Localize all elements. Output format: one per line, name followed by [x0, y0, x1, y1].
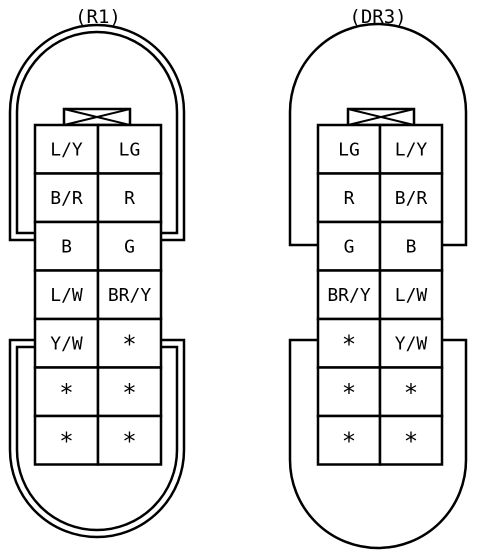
pin-wire-label: B/R	[50, 188, 83, 209]
pin-wire-label: G	[344, 236, 355, 257]
pin-wire-label: B/R	[395, 188, 428, 209]
pin-wire-label: B	[406, 236, 417, 257]
pin-cell	[33, 414, 100, 466]
pin-cell	[378, 172, 444, 224]
pin-wire-label: *	[122, 427, 136, 455]
connector-dr3: (DR3) LG L/Y R B/R G B BR/Y L/W * Y/W * * * *	[288, 6, 468, 550]
pin-wire-label: L/Y	[395, 139, 428, 160]
pin-cell	[378, 366, 444, 418]
pin-wire-label: R	[344, 188, 355, 209]
pin-wire-label: LG	[119, 139, 141, 160]
connector-dr3-pin-grid: LG L/Y R B/R G B BR/Y L/W * Y/W * * * *	[316, 123, 444, 466]
pin-wire-label: *	[59, 427, 73, 455]
pin-wire-label: *	[404, 427, 418, 455]
connector-r1-title: (R1)	[75, 6, 121, 28]
pin-cell	[378, 414, 444, 466]
pin-wire-label: Y/W	[395, 333, 428, 354]
pin-wire-label: B	[61, 236, 72, 257]
pin-cell	[378, 220, 444, 272]
connector-r1-shell-top-inner	[15, 30, 179, 235]
pin-wire-label: *	[342, 379, 356, 407]
pin-wire-label: L/W	[395, 285, 428, 306]
connector-dr3-shell-top	[288, 22, 468, 247]
pin-wire-label: *	[342, 330, 356, 358]
pin-wire-label: Y/W	[50, 333, 83, 354]
pin-wire-label: BR/Y	[327, 285, 371, 306]
connector-r1-shell-top	[8, 23, 186, 242]
connector-r1-shell-bottom-inner	[15, 345, 179, 532]
pin-wire-label: *	[404, 379, 418, 407]
pin-cell	[316, 220, 382, 272]
pin-wire-label: LG	[338, 139, 360, 160]
pin-wire-label: L/Y	[50, 139, 83, 160]
pin-wire-label: G	[124, 236, 135, 257]
pin-cell	[378, 123, 444, 175]
pin-wire-label: *	[122, 330, 136, 358]
pin-wire-label: *	[342, 427, 356, 455]
connector-r1: (R1) L/Y LG B/R R B G L/W BR/Y Y/W * * * * *	[8, 6, 186, 539]
pin-cell	[96, 366, 163, 418]
pin-wire-label: *	[122, 379, 136, 407]
pin-cell	[33, 123, 100, 175]
pin-wire-label: R	[124, 188, 135, 209]
pin-wire-label: L/W	[50, 285, 83, 306]
connector-r1-latch	[62, 107, 132, 127]
connector-r1-pin-grid: L/Y LG B/R R B G L/W BR/Y Y/W * * * * *	[33, 123, 163, 466]
connector-dr3-title: (DR3)	[349, 6, 406, 28]
connector-dr3-latch	[346, 107, 416, 127]
pin-cell	[33, 220, 100, 272]
pin-cell	[96, 414, 163, 466]
connector-dr3-shell-bottom	[288, 338, 468, 550]
connector-r1-shell-bottom	[8, 338, 186, 539]
pin-cell	[96, 123, 163, 175]
pin-cell	[96, 172, 163, 224]
pin-cell	[316, 414, 382, 466]
pin-cell	[316, 317, 382, 369]
pin-wire-label: BR/Y	[108, 285, 152, 306]
pin-cell	[378, 269, 444, 321]
pin-wire-label: *	[59, 379, 73, 407]
